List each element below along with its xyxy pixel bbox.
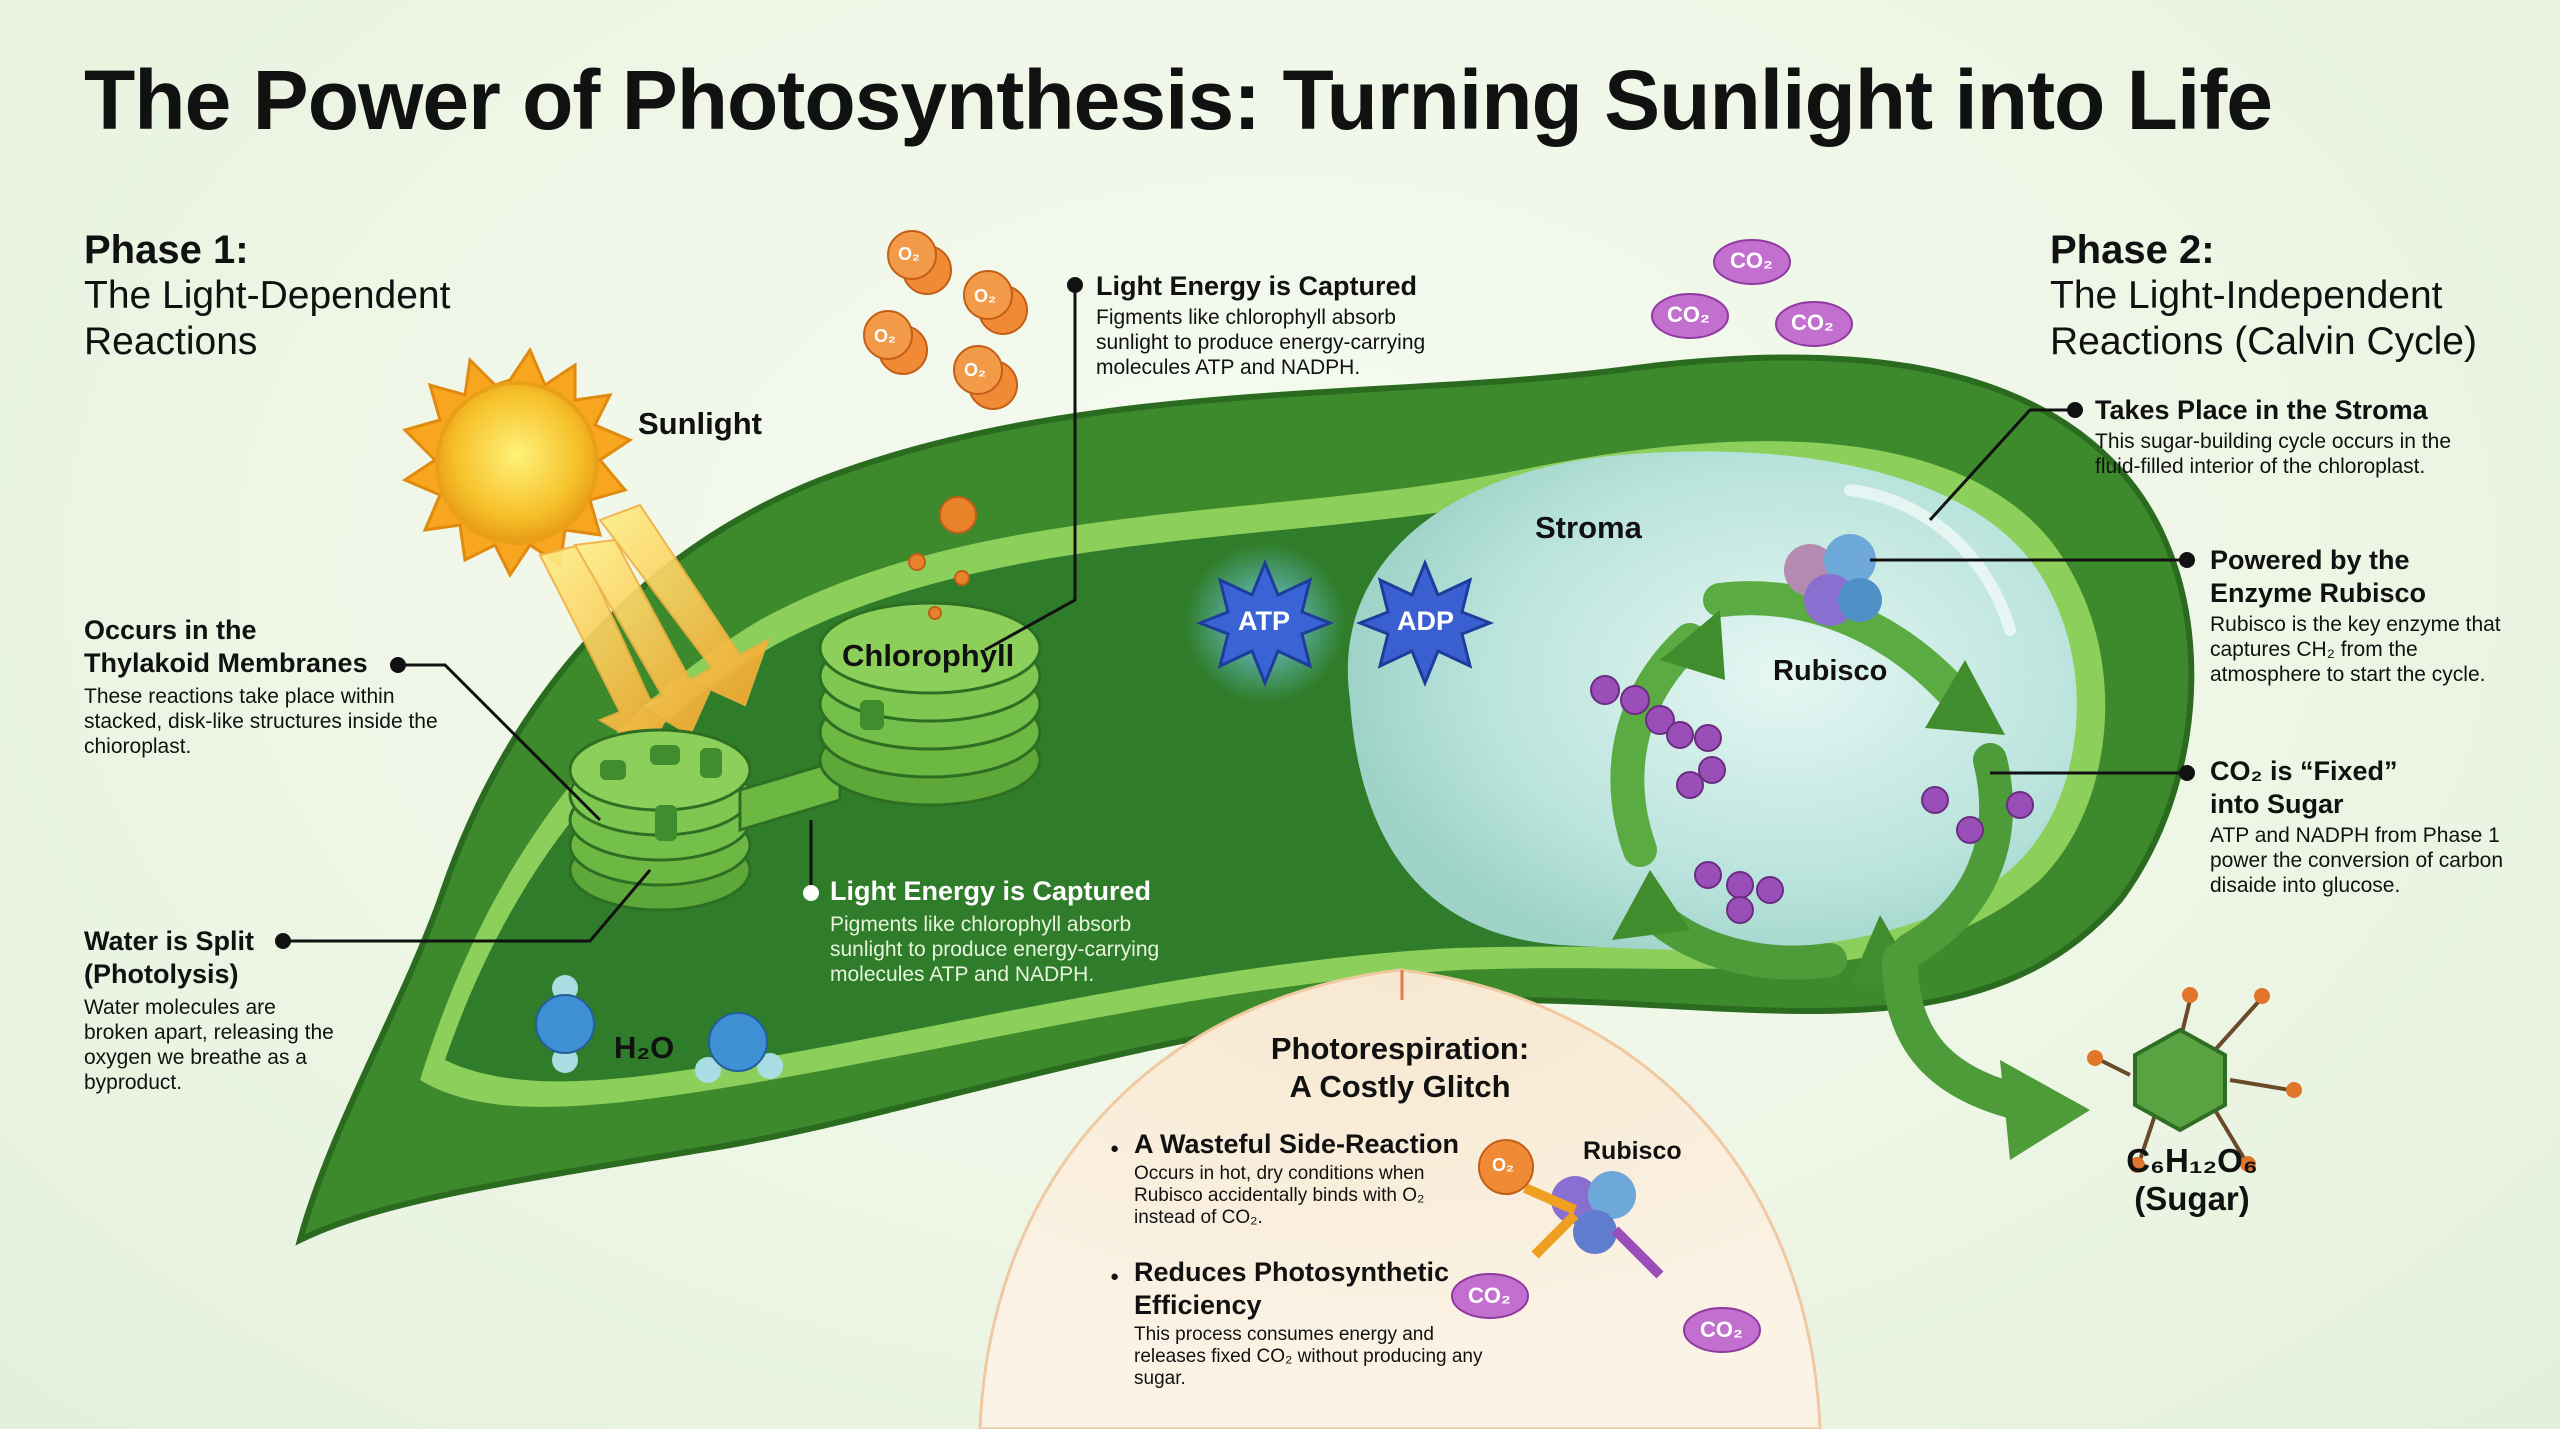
o2-molecules — [863, 230, 1028, 410]
photorespiration-item2-head-line1: Reduces Photosynthetic — [1134, 1256, 1494, 1289]
photorespiration-item2-head-line2: Efficiency — [1134, 1290, 1262, 1320]
co2-label-2: CO₂ — [1667, 302, 1710, 327]
thylakoid-head-line1: Occurs in the — [84, 615, 257, 645]
stroma-lamella — [738, 757, 842, 833]
leader-dots — [275, 277, 2195, 949]
glucose-molecule-icon — [2087, 987, 2302, 1173]
o2-photorespiration-label: O₂ — [1492, 1155, 1514, 1175]
rubisco-photorespiration-icon — [1522, 1171, 1664, 1279]
chlorophyll-label: Chlorophyll — [842, 638, 1015, 673]
thylakoid-body: These reactions take place within stacke… — [84, 685, 438, 758]
fixed-note-head-line2: into Sugar — [2210, 789, 2344, 819]
light-captured-top-note: Light Energy is Captured Figments like c… — [1096, 270, 1466, 380]
fixed-note-body: ATP and NADPH from Phase 1 power the con… — [2210, 824, 2504, 897]
light-captured-mid-head: Light Energy is Captured — [830, 876, 1152, 906]
water-split-head-line1: Water is Split — [84, 926, 255, 956]
photorespiration-title-line2: A Costly Glitch — [1289, 1069, 1511, 1104]
stroma-note-body: This sugar-building cycle occurs in the … — [2095, 430, 2451, 478]
water-molecules — [535, 975, 783, 1083]
h2o-label: H₂O — [614, 1030, 675, 1065]
phase2-name-line2: Reactions (Calvin Cycle) — [2050, 320, 2477, 363]
o2-label-2: O₂ — [974, 286, 996, 306]
sugar-name: (Sugar) — [2134, 1180, 2250, 1217]
leader-lines — [283, 285, 2187, 943]
photorespiration-item2: Reduces Photosynthetic Efficiency This p… — [1134, 1256, 1494, 1390]
water-split-note: Water is Split (Photolysis) Water molecu… — [84, 925, 344, 1095]
sugar-label: C₆H₁₂O₆ (Sugar) — [2112, 1142, 2272, 1218]
photorespiration-item1-body: Occurs in hot, dry conditions when Rubis… — [1134, 1163, 1425, 1228]
stroma-note-head: Takes Place in the Stroma — [2095, 395, 2428, 425]
co2-photorespiration-label-1: CO₂ — [1468, 1283, 1511, 1308]
photorespiration-title-line1: Photorespiration: — [1270, 1031, 1530, 1066]
o2-label-1: O₂ — [898, 244, 920, 264]
carbon-molecules — [1590, 675, 2034, 924]
sugar-output-arrow — [1882, 942, 2028, 1118]
stroma-label: Stroma — [1535, 510, 1642, 545]
phase1-label: Phase 1: — [84, 228, 249, 272]
stroma-note: Takes Place in the Stroma This sugar-bui… — [2095, 394, 2495, 479]
atp-label: ATP — [1238, 606, 1290, 636]
co2-label-3: CO₂ — [1791, 310, 1834, 335]
page-title: The Power of Photosynthesis: Turning Sun… — [84, 53, 2273, 147]
rubisco-note-head-line2: Enzyme Rubisco — [2210, 578, 2427, 608]
o2-label-4: O₂ — [964, 360, 986, 380]
rubisco-note-body: Rubisco is the key enzyme that captures … — [2210, 613, 2501, 686]
phase2-header: Phase 2: The Light-Independent Reactions… — [2050, 228, 2477, 365]
thylakoid-head-line2: Thylakoid Membranes — [84, 648, 368, 678]
rubisco-note-head-line1: Powered by the — [2210, 545, 2410, 575]
phase2-label: Phase 2: — [2050, 228, 2215, 272]
photorespiration-item1-head: A Wasteful Side-Reaction — [1134, 1128, 1474, 1161]
co2-label-1: CO₂ — [1730, 248, 1773, 273]
fixed-note: CO₂ is “Fixed” into Sugar ATP and NADPH … — [2210, 755, 2510, 898]
sugar-formula: C₆H₁₂O₆ — [2126, 1142, 2258, 1179]
light-captured-mid-body: Pigments like chlorophyll absorb sunligh… — [830, 913, 1160, 986]
co2-photorespiration-label-2: CO₂ — [1700, 1317, 1743, 1342]
o2-label-3: O₂ — [874, 326, 896, 346]
phase2-name-line1: The Light-Independent — [2050, 274, 2443, 317]
light-captured-mid-note: Light Energy is Captured Pigments like c… — [830, 875, 1160, 987]
light-captured-top-body: Figments like chlorophyll absorb sunligh… — [1096, 306, 1426, 379]
sunlight-label: Sunlight — [638, 406, 762, 441]
sun-icon — [401, 346, 634, 578]
photorespiration-rubisco-label: Rubisco — [1583, 1137, 1682, 1165]
thylakoid-stack-right — [818, 601, 1042, 807]
thylakoid-stack-left — [568, 728, 752, 912]
thylakoid-note: Occurs in the Thylakoid Membranes These … — [84, 614, 444, 759]
phase1-name-line1: The Light-Dependent — [84, 274, 451, 317]
water-split-body: Water molecules are broken apart, releas… — [84, 996, 334, 1094]
rubisco-note: Powered by the Enzyme Rubisco Rubisco is… — [2210, 544, 2520, 687]
atp-star — [1185, 543, 1345, 703]
sugar-arrowhead — [2000, 1060, 2090, 1160]
photorespiration-panel — [978, 968, 1822, 1429]
adp-label: ADP — [1397, 606, 1455, 636]
phase1-name-line2: Reactions — [84, 320, 258, 363]
water-split-head-line2: (Photolysis) — [84, 959, 239, 989]
light-captured-top-head: Light Energy is Captured — [1096, 271, 1418, 301]
rubisco-label: Rubisco — [1773, 655, 1888, 687]
photorespiration-item2-body: This process consumes energy and release… — [1134, 1324, 1483, 1389]
adp-star — [1355, 559, 1495, 687]
sunlight-beams — [538, 503, 770, 752]
photorespiration-title: Photorespiration: A Costly Glitch — [1200, 1030, 1600, 1106]
rubisco-enzyme-icon — [1784, 534, 1882, 626]
oxygen-bubbles — [908, 496, 977, 620]
o2-photorespiration — [1478, 1139, 1534, 1195]
fixed-note-head-line1: CO₂ is “Fixed” — [2210, 756, 2398, 786]
photorespiration-item1: A Wasteful Side-Reaction Occurs in hot, … — [1134, 1128, 1474, 1229]
phase1-header: Phase 1: The Light-Dependent Reactions — [84, 228, 450, 365]
